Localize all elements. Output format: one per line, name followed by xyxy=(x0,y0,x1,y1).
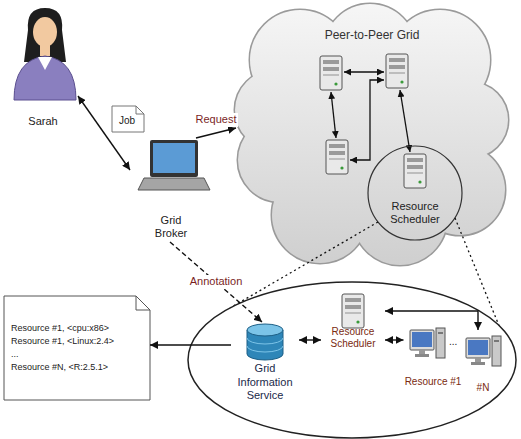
node-text: ... xyxy=(11,349,19,360)
drawing-part xyxy=(404,154,426,188)
scheduler-circle xyxy=(368,146,462,240)
connector-arrow xyxy=(196,128,236,138)
edge-label: Annotation xyxy=(188,275,245,288)
drawing-part xyxy=(38,57,52,70)
drawing-part xyxy=(247,338,283,352)
drawing-part xyxy=(136,106,144,114)
node-text: Resource #1, <Linux:2.4> xyxy=(11,336,114,347)
grid-servers xyxy=(320,54,426,188)
drawing-part xyxy=(285,55,455,225)
drawing-part xyxy=(40,44,50,56)
connector-arrow xyxy=(385,339,404,340)
connector-arrow xyxy=(385,311,478,330)
drawing-part xyxy=(247,324,283,336)
server-icon xyxy=(342,294,364,328)
drawing-part xyxy=(285,55,455,225)
node-text: Sarah xyxy=(28,115,57,128)
drawing-part xyxy=(386,54,408,88)
drawing-part xyxy=(320,56,342,90)
computer-icons xyxy=(410,328,501,366)
person-figure xyxy=(14,8,76,100)
laptop-icon xyxy=(138,140,210,190)
drawing-part xyxy=(112,106,144,132)
connector-arrow xyxy=(78,96,130,170)
drawing-part xyxy=(4,296,150,400)
drawing-part xyxy=(326,140,348,174)
node-text: Resource #N, <R:2.5.1> xyxy=(11,362,108,373)
person-node: Sarah xyxy=(8,2,78,130)
computer-node: Resource #1 xyxy=(404,318,463,390)
broker-node: Grid Broker xyxy=(130,138,212,242)
node-text: Resource Scheduler xyxy=(380,200,450,226)
drawing-part xyxy=(150,140,198,177)
grid-links xyxy=(331,72,410,160)
connector-arrow xyxy=(170,242,262,322)
node-text: Resource #1, <cpu:x86> xyxy=(11,323,109,334)
drawing-part xyxy=(14,56,76,100)
job-document xyxy=(112,106,144,132)
database-icon xyxy=(247,324,283,360)
job-document: Job xyxy=(112,106,144,132)
site-ellipse xyxy=(188,282,516,438)
node-text: Resource Scheduler xyxy=(324,326,382,350)
drawing-part xyxy=(235,4,508,265)
ellipsis-label: ... xyxy=(447,336,459,348)
node-text: Grid Information Service xyxy=(234,362,296,402)
drawing-part xyxy=(153,143,195,173)
edge-label: Request xyxy=(194,113,239,126)
node-text: #N xyxy=(477,382,490,394)
node-text: Peer-to-Peer Grid xyxy=(325,28,420,42)
drawing-part xyxy=(136,296,150,310)
node-text: Job xyxy=(119,115,135,127)
drawing-part xyxy=(410,328,445,358)
node-text: Resource #1 xyxy=(405,376,462,388)
scheduler-circle: Resource Scheduler xyxy=(368,146,462,240)
note-paper xyxy=(4,296,150,400)
note-document: Resource #1, <cpu:x86> Resource #1, <Linu… xyxy=(4,296,150,400)
connector-arrow xyxy=(150,344,231,345)
drawing-part xyxy=(24,8,66,62)
drawing-part xyxy=(235,4,508,265)
scheduler-node: Resource Scheduler xyxy=(321,292,385,352)
connector-arrow xyxy=(299,339,321,340)
node-text: Grid Broker xyxy=(146,214,196,240)
grid-cloud: Peer-to-Peer GridResource Scheduler xyxy=(236,4,508,266)
drawing-part xyxy=(466,336,501,366)
drawing-part xyxy=(331,92,336,138)
drawing-part xyxy=(344,71,384,72)
drawing-part xyxy=(138,178,210,190)
computer-node: #N xyxy=(462,330,504,396)
drawing-part xyxy=(350,80,384,160)
drawing-part xyxy=(33,17,57,47)
database-node: Grid Information Service xyxy=(231,322,299,402)
drawing-part xyxy=(400,90,410,152)
cloud-shape xyxy=(235,4,508,265)
